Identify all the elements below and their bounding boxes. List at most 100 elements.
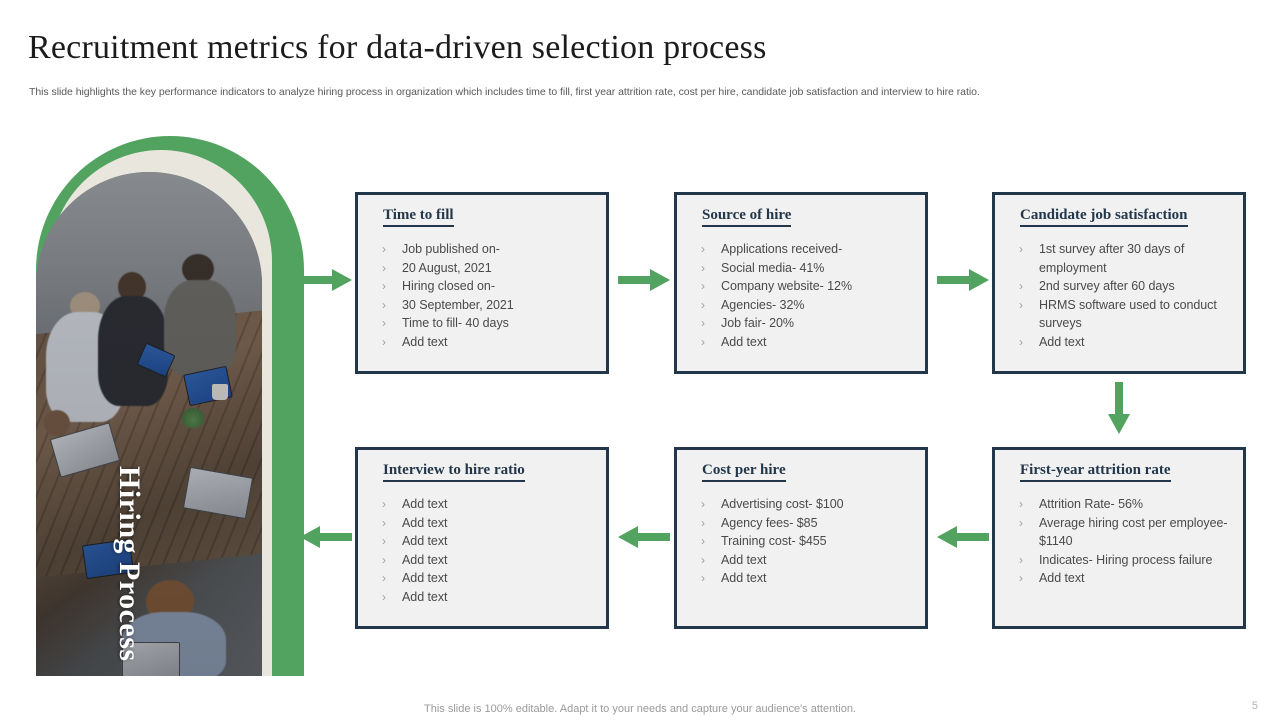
card-bullet-item: ›Add text (699, 333, 917, 352)
chevron-right-icon: › (382, 571, 386, 586)
arrow-left-icon (937, 522, 989, 552)
chevron-right-icon: › (382, 279, 386, 294)
card-bullet-item: › HRMS software used to conduct surveys (1017, 296, 1235, 333)
metric-card-first-year-attrition-rate[interactable]: First-year attrition rate ›Attrition Rat… (992, 447, 1246, 629)
arrow-left-icon (300, 522, 352, 552)
card-bullet-text: 2nd survey after 60 days (1039, 279, 1175, 294)
metric-card-cost-per-hire[interactable]: Cost per hire ›Advertising cost- $100›Ag… (674, 447, 928, 629)
card-bullet-text: Agencies- 32% (721, 297, 805, 312)
card-bullet-item: › Add text (380, 588, 598, 607)
card-bullet-text: Applications received- (721, 242, 843, 256)
chevron-right-icon: › (1019, 242, 1023, 256)
chevron-right-icon: › (1019, 497, 1023, 511)
card-bullet-list: › 1st survey after 30 days of employment ›… (1017, 240, 1235, 352)
card-bullet-text: 1st survey after 30 days of employment (1039, 242, 1185, 275)
chevron-right-icon: › (701, 242, 705, 256)
chevron-right-icon: › (1019, 515, 1023, 530)
card-bullet-item: ›Job published on- (380, 240, 598, 259)
chevron-right-icon: › (382, 515, 386, 530)
chevron-right-icon: › (1019, 297, 1023, 312)
card-title: Cost per hire (702, 462, 786, 482)
arrow-shaft (634, 533, 670, 541)
chevron-right-icon: › (382, 297, 386, 312)
card-bullet-text: Add text (402, 334, 448, 349)
arrow-shaft (953, 533, 989, 541)
chevron-right-icon: › (701, 279, 705, 294)
card-bullet-list: › Applications received- › Social media- 41… (699, 240, 917, 352)
arrow-right-icon (300, 265, 352, 295)
arrow-head (332, 269, 352, 291)
card-title: Time to fill (383, 207, 454, 227)
card-bullet-item: › Add text (380, 569, 598, 588)
chevron-right-icon: › (701, 515, 705, 530)
chevron-right-icon: › (382, 534, 386, 549)
arrow-shaft (618, 276, 654, 284)
chevron-right-icon: › (701, 571, 705, 586)
metric-card-interview-to-hire-ratio[interactable]: Interview to hire ratio ›Add text›Add te… (355, 447, 609, 629)
arrow-left-icon (618, 522, 670, 552)
cup-decoration (212, 384, 228, 400)
metric-card-candidate-job-satisfaction[interactable]: Candidate job satisfaction › 1st survey a… (992, 192, 1246, 374)
card-bullet-item: › Add text (699, 551, 917, 570)
card-bullet-text: Add text (402, 589, 448, 604)
card-bullet-item: ›Advertising cost- $100 (699, 495, 917, 514)
photo-overlay-tint (36, 172, 262, 676)
chevron-right-icon: › (1019, 571, 1023, 586)
card-bullet-item: ›Add text (380, 514, 598, 533)
card-bullet-item: › 20 August, 2021 (380, 259, 598, 278)
card-bullet-text: Job published on- (402, 242, 500, 256)
arrow-down-icon (1104, 382, 1134, 434)
card-bullet-text: 30 September, 2021 (402, 297, 514, 312)
metric-card-time-to-fill[interactable]: Time to fill ›Job published on-› 20 Augu… (355, 192, 609, 374)
card-bullet-text: HRMS software used to conduct surveys (1039, 297, 1217, 331)
arrow-shaft (300, 276, 336, 284)
card-bullet-text: Advertising cost- $100 (721, 497, 844, 511)
chevron-right-icon: › (1019, 552, 1023, 567)
card-bullet-text: Add text (1039, 571, 1085, 586)
card-bullet-item: › Add text (1017, 333, 1235, 352)
card-title: First-year attrition rate (1020, 462, 1171, 482)
chevron-right-icon: › (382, 260, 386, 275)
card-title: Candidate job satisfaction (1020, 207, 1188, 227)
card-bullet-text: Training cost- $455 (721, 534, 827, 549)
card-bullet-item: ›Attrition Rate- 56% (1017, 495, 1235, 514)
chevron-right-icon: › (701, 552, 705, 567)
card-bullet-text: Average hiring cost per employee- $1140 (1039, 515, 1228, 549)
chevron-right-icon: › (1019, 279, 1023, 294)
chevron-right-icon: › (382, 334, 386, 349)
hiring-process-label: Hiring Process (113, 466, 146, 662)
card-bullet-item: ›Add text (380, 532, 598, 551)
chevron-right-icon: › (382, 589, 386, 604)
card-bullet-list: ›Advertising cost- $100›Agency fees- $85… (699, 495, 917, 588)
card-bullet-item: ›Job fair- 20% (699, 314, 917, 333)
card-bullet-text: Add text (721, 552, 767, 567)
chevron-right-icon: › (1019, 334, 1023, 349)
page-title: Recruitment metrics for data-driven sele… (28, 29, 767, 66)
card-bullet-item: › Social media- 41% (699, 259, 917, 278)
card-bullet-text: Company website- 12% (721, 279, 853, 294)
chevron-right-icon: › (382, 497, 386, 511)
card-bullet-item: ›Add text (380, 495, 598, 514)
card-bullet-item: ›Indicates- Hiring process failure (1017, 551, 1235, 570)
card-bullet-item: ›Time to fill- 40 days (380, 314, 598, 333)
arrow-head (969, 269, 989, 291)
card-bullet-item: › Add text (380, 333, 598, 352)
card-bullet-item: › 2nd survey after 60 days (1017, 277, 1235, 296)
arrow-head (937, 526, 957, 548)
chevron-right-icon: › (701, 316, 705, 331)
hiring-process-image-panel: Hiring Process (36, 136, 304, 676)
card-bullet-item: ›Hiring closed on- (380, 277, 598, 296)
card-bullet-item: › Add text (1017, 569, 1235, 588)
card-bullet-item: ›Training cost- $455 (699, 532, 917, 551)
chevron-right-icon: › (701, 297, 705, 312)
chevron-right-icon: › (701, 260, 705, 275)
card-bullet-text: Social media- 41% (721, 260, 825, 275)
metric-card-source-of-hire[interactable]: Source of hire ›Applications received-›S… (674, 192, 928, 374)
person-body (164, 280, 236, 376)
card-bullet-text: Time to fill- 40 days (402, 316, 509, 331)
card-bullet-text: Agency fees- $85 (721, 515, 818, 530)
card-bullet-text: Add text (1039, 334, 1085, 349)
card-bullet-item: › 30 September, 2021 (380, 296, 598, 315)
laptop-device (122, 642, 180, 676)
card-bullet-text: Add text (402, 571, 448, 586)
